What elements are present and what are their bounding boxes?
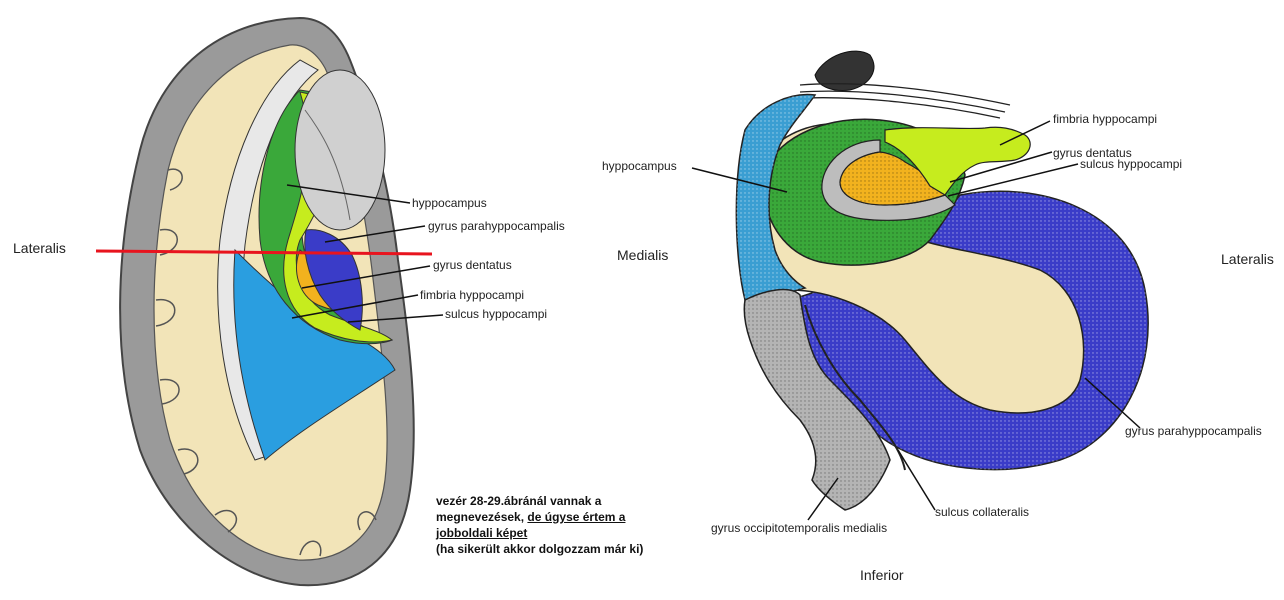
note-line-3: jobboldali képet [436,525,696,541]
note-line-4: (ha sikerült akkor dolgozzam már ki) [436,542,644,556]
left-brain-section: Lateralis hyppocampus gyrus parahyppocam… [13,16,565,587]
left-parahippocampal-blue [304,229,363,331]
right-coronal-section: hyppocampus fimbria hyppocampi gyrus den… [602,50,1274,583]
right-label-gyrus-dentatus: gyrus dentatus [1053,146,1132,160]
right-fimbria [884,126,1031,196]
right-label-sulcus-collateralis: sulcus collateralis [935,505,1029,519]
left-medial-lobe [294,69,386,231]
right-dentate-texture [840,152,945,205]
right-label-gyrus-occipitotemporalis-medialis: gyrus occipitotemporalis medialis [711,521,887,535]
right-label-hyppocampus: hyppocampus [602,159,677,173]
left-direction-lateralis: Lateralis [13,240,66,256]
left-label-fimbria-hyppocampi: fimbria hyppocampi [420,288,524,302]
right-leader-lines [691,120,1141,521]
right-label-fimbria-hyppocampi: fimbria hyppocampi [1053,112,1157,126]
section-line [95,249,433,256]
right-direction-medialis: Medialis [617,247,668,263]
right-label-sulcus-hyppocampi: sulcus hyppocampi [1080,157,1182,171]
left-label-sulcus-hyppocampi: sulcus hyppocampi [445,307,547,321]
right-choroid-plexus [814,50,875,91]
right-occipitotemporal-texture [744,289,890,510]
right-top-membranes [799,83,1011,119]
left-leader-lines [286,184,444,323]
left-label-gyrus-dentatus: gyrus dentatus [433,258,512,272]
right-medial-cyan-texture [736,94,815,300]
left-label-hyppocampus: hyppocampus [412,196,487,210]
note-line-2-plain: megnevezések, [436,510,525,524]
note-text: vezér 28-29.ábránál vannak a megnevezése… [436,493,696,557]
note-line-1: vezér 28-29.ábránál vannak a [436,494,602,508]
right-label-gyrus-parahyppocampalis: gyrus parahyppocampalis [1125,424,1262,438]
right-direction-inferior: Inferior [860,567,904,583]
left-label-gyrus-parahyppocampalis: gyrus parahyppocampalis [428,219,565,233]
note-line-2-underlined: de úgyse értem a [527,510,626,524]
note-line-2: megnevezések, de úgyse értem a [436,509,696,525]
note-line-3-underlined: jobboldali képet [436,526,528,540]
right-collateral-sulcus [804,304,906,471]
left-medial-lobe-hatch [304,109,351,221]
right-direction-lateralis: Lateralis [1221,251,1274,267]
left-gyri-folds [155,168,377,557]
